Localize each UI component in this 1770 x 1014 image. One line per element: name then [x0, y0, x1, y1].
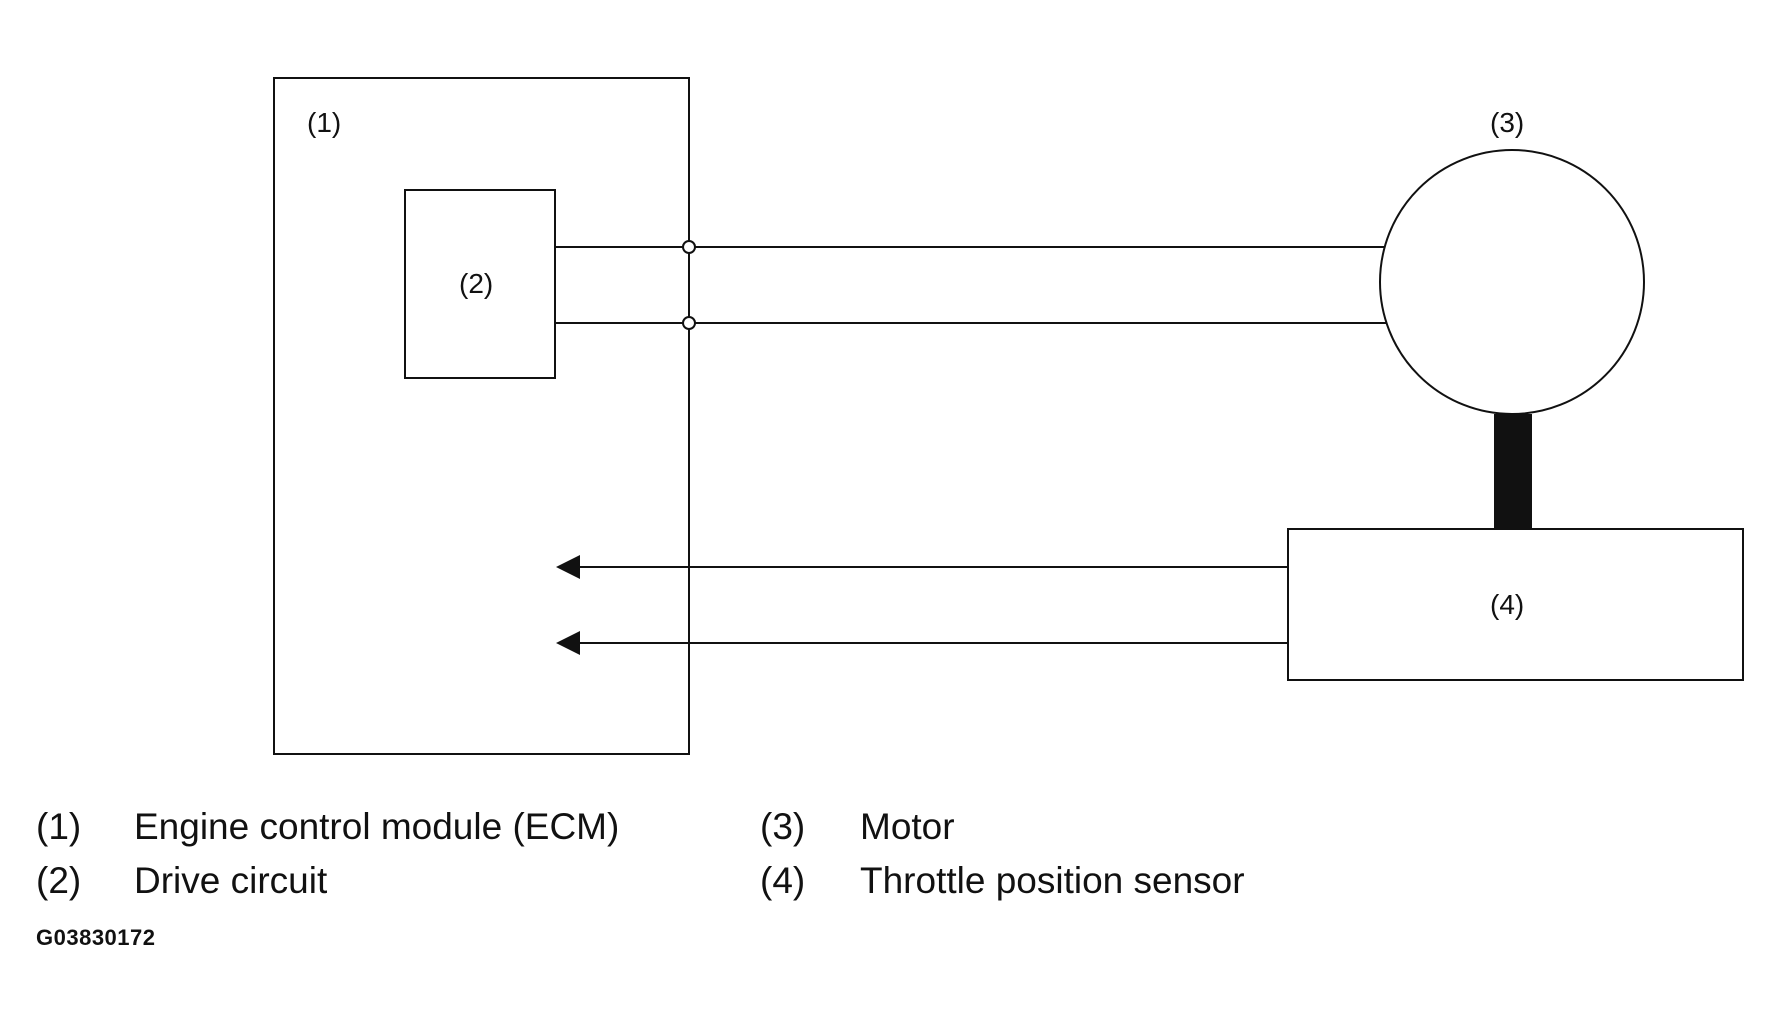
- legend-number: (3): [760, 806, 806, 847]
- motor-shaft: [1494, 414, 1532, 530]
- legend-text: Throttle position sensor: [860, 860, 1245, 901]
- legend-text: Engine control module (ECM): [134, 806, 620, 847]
- motor-circle: [1379, 149, 1645, 415]
- sensor-label: (4): [1490, 589, 1524, 620]
- legend-number: (1): [36, 806, 82, 847]
- legend-number: (2): [36, 860, 82, 901]
- legend-number: (4): [760, 860, 806, 901]
- drive-circuit-box: [404, 189, 556, 379]
- drive-circuit-label: (2): [459, 268, 493, 299]
- terminal-lower: [682, 316, 696, 330]
- figure-id: G03830172: [36, 925, 156, 950]
- sensor-box: [1287, 528, 1744, 681]
- terminal-upper: [682, 240, 696, 254]
- ecm-box: [273, 77, 690, 755]
- signal-arrow-upper-icon: [556, 555, 580, 579]
- signal-arrow-lower-icon: [556, 631, 580, 655]
- motor-label: (3): [1490, 107, 1524, 138]
- legend-text: Motor: [860, 806, 955, 847]
- legend-text: Drive circuit: [134, 860, 328, 901]
- circuit-diagram: (1) (2) (3) (4): [273, 77, 1744, 755]
- ecm-label: (1): [307, 107, 341, 138]
